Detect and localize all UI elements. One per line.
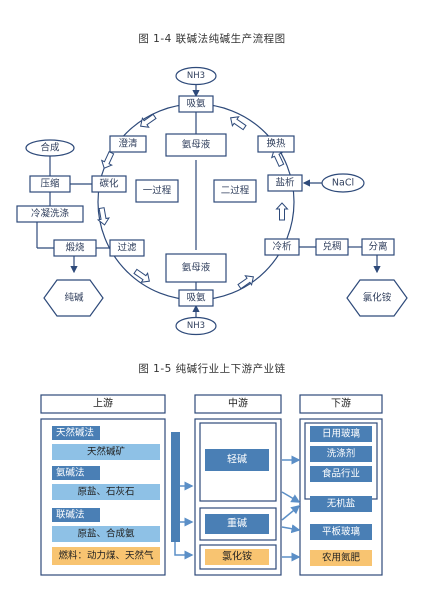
down-food-industry-box (310, 466, 372, 482)
condense-wash-label: 冷凝洗涤 (31, 208, 70, 220)
mid-ammonium-chloride-box (205, 549, 269, 565)
ammonia-liquor-top-label: 氨母液 (182, 139, 211, 151)
mid-ammonium-chloride: 氯化铵 (222, 550, 252, 563)
process2-box (213, 179, 257, 203)
upstream-group-ammonia-soda: 氨碱法 (56, 467, 85, 479)
down-flat-glass: 平板玻璃 (322, 526, 360, 538)
down-inorganic-salt: 无机盐 (327, 498, 356, 510)
heat-exchange-label: 换热 (266, 138, 286, 150)
soda-process-flowchart: 吸氨 澄清 氨母液 换热 碳化 一过程 二过程 盐析 NaCl 合成 压缩 冷凝… (16, 66, 408, 336)
filter-label: 过滤 (117, 242, 137, 254)
clarify-box (109, 135, 147, 153)
carbonization-label: 碳化 (99, 178, 119, 190)
clarify-label: 澄清 (118, 138, 138, 150)
down-inorganic-salt-box (310, 496, 372, 512)
ammonia-liquor-bottom-box (165, 253, 227, 283)
condense-wash-box (16, 205, 84, 223)
upstream-group-combined-soda: 联碱法 (56, 509, 85, 521)
midstream-frame (194, 418, 282, 576)
down-flat-glass-box (310, 524, 372, 540)
downstream-frame (299, 418, 383, 576)
salting-box (267, 174, 303, 192)
nh3-top-label: NH3 (187, 71, 205, 81)
ammonium-chloride-label: 氯化铵 (363, 292, 392, 304)
down-nitrogen-fertilizer: 农用氮肥 (322, 552, 361, 564)
ammonium-chloride-hexagon (346, 279, 408, 317)
filter-box (109, 239, 145, 257)
cool-crystal-box (264, 238, 300, 256)
down-detergent-box (310, 446, 372, 462)
nh3-bottom-ellipse (175, 316, 217, 336)
mid-heavy-soda: 重碱 (227, 517, 247, 530)
ammonia-liquor-bottom-label: 氨母液 (182, 262, 211, 274)
figure1-caption: 图 1-4 联碱法纯碱生产流程图 (138, 33, 286, 45)
thicken-label: 兑稠 (322, 241, 341, 253)
calcine-box (53, 239, 97, 257)
upstream-group-natural-soda: 天然碱法 (56, 427, 94, 439)
down-detergent: 洗涤剂 (327, 448, 356, 460)
downstream-header: 下游 (331, 397, 351, 410)
upstream-item-salt-limestone: 原盐、石灰石 (77, 486, 134, 498)
synthesis-label: 合成 (40, 142, 60, 154)
synthesis-ellipse (25, 139, 75, 157)
downstream-header-box (299, 394, 383, 414)
compress-box (29, 175, 71, 193)
upstream-item-salt-synthetic-ammonia: 原盐、合成氨 (77, 528, 135, 540)
nacl-ellipse (321, 173, 365, 193)
mid-light-soda: 轻碱 (227, 453, 247, 466)
process1-box (135, 179, 179, 203)
absorb-bottom-box (178, 289, 214, 307)
mid-heavy-soda-box (205, 514, 269, 534)
down-nitrogen-fertilizer-box (310, 550, 372, 566)
heat-exchange-box (257, 135, 295, 153)
absorb-top-label: 吸氨 (186, 98, 206, 110)
soda-ash-label: 纯碱 (64, 292, 84, 304)
upstream-fuel: 燃料：动力煤、天然气 (58, 550, 154, 562)
upstream-item-natural-soda-ore: 天然碱矿 (87, 446, 126, 458)
salting-label: 盐析 (275, 177, 295, 189)
ammonia-liquor-top-box (165, 133, 227, 157)
absorb-bottom-label: 吸氨 (186, 292, 206, 304)
process2-label: 二过程 (221, 185, 250, 197)
nacl-label: NaCl (332, 178, 354, 189)
nh3-bottom-label: NH3 (187, 321, 205, 331)
process1-label: 一过程 (143, 185, 172, 197)
compress-label: 压缩 (40, 178, 60, 190)
absorb-top-box (178, 95, 214, 113)
upstream-frame (40, 418, 166, 576)
soda-ash-hexagon (43, 279, 104, 317)
calcine-label: 煅烧 (65, 242, 85, 254)
thicken-box (315, 238, 349, 256)
separate-label: 分离 (368, 241, 387, 253)
carbonization-box (91, 175, 127, 193)
cool-crystal-label: 冷析 (272, 241, 292, 253)
midstream-header-box (194, 394, 282, 414)
separate-box (361, 238, 395, 256)
down-food-industry: 食品行业 (322, 468, 360, 480)
nh3-top-ellipse (175, 66, 217, 86)
down-daily-glass-box (310, 426, 372, 442)
midstream-header: 中游 (228, 397, 248, 410)
down-daily-glass: 日用玻璃 (322, 428, 360, 440)
mid-light-soda-box (205, 449, 269, 471)
upstream-header: 上游 (93, 397, 113, 410)
upstream-header-box (40, 394, 166, 414)
figure2-caption: 图 1-5 纯碱行业上下游产业链 (138, 363, 286, 375)
